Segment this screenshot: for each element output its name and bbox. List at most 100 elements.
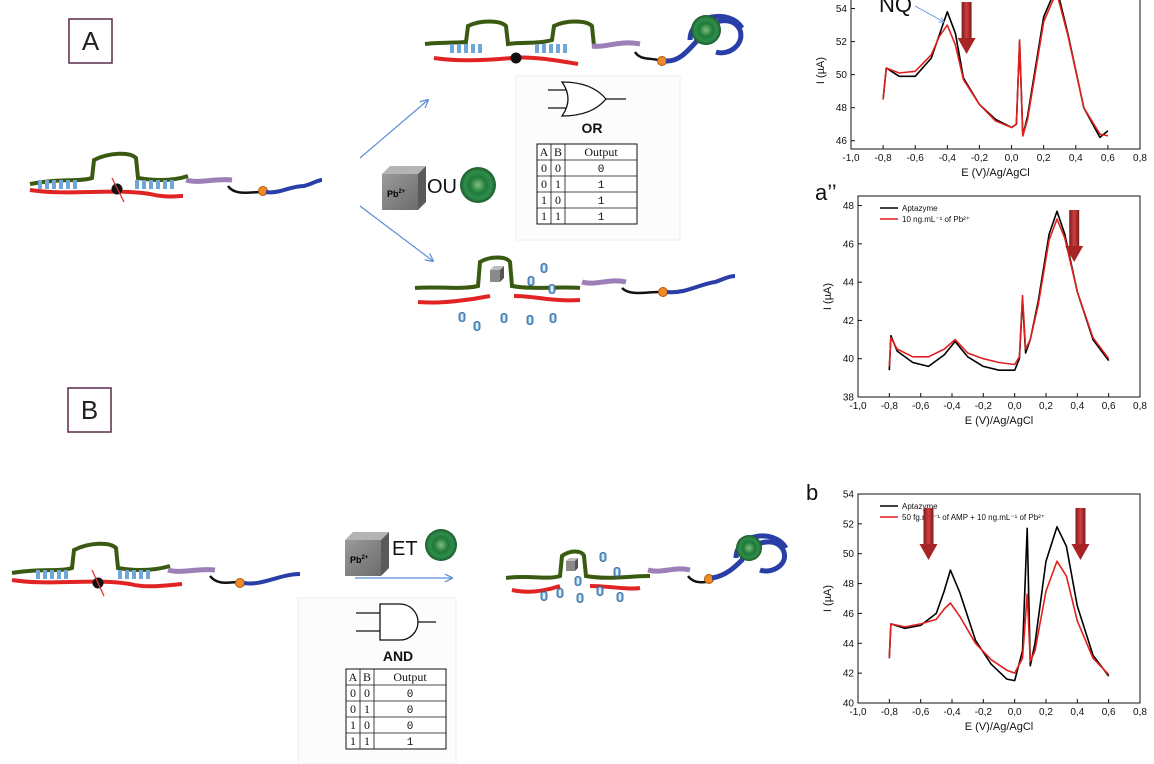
x-tick-label: -0,8 — [881, 401, 899, 412]
or-word: OU — [427, 176, 457, 198]
or-table-header: B — [554, 145, 562, 159]
x-tick-label: 0,4 — [1070, 401, 1084, 412]
or-table-cell: 0 — [598, 164, 605, 176]
chart-annotation: NQ — [879, 0, 912, 17]
legend-entry: 10 ng.mL⁻¹ of Pb²⁺ — [902, 215, 970, 224]
panel-b-label: B — [67, 387, 112, 433]
y-tick-label: 48 — [843, 201, 855, 212]
x-axis-label: E (V)/Ag/AgCl — [965, 415, 1033, 427]
plot-frame — [857, 195, 1141, 398]
x-tick-label: -0,2 — [975, 707, 993, 718]
or-table-cell: 1 — [598, 196, 605, 208]
x-tick-label: -1,0 — [849, 401, 867, 412]
or-table-cell: 1 — [555, 177, 561, 191]
or-gate-title: OR — [582, 120, 603, 136]
y-tick-label: 52 — [843, 519, 855, 530]
x-tick-label: 0,0 — [1005, 153, 1019, 164]
legend-entry: Aptazyme — [902, 204, 938, 213]
x-tick-label: 0,8 — [1133, 153, 1147, 164]
decrease-arrow-icon — [957, 2, 976, 54]
x-tick-label: 0,2 — [1039, 401, 1053, 412]
series-line-0 — [888, 526, 1110, 682]
x-tick-label: 0,0 — [1008, 707, 1022, 718]
annotation-pointer — [914, 5, 944, 22]
or-table-header: Output — [584, 145, 618, 159]
series-line-1 — [882, 0, 1109, 137]
y-tick-label: 46 — [843, 609, 855, 620]
x-tick-label: -0,8 — [881, 707, 899, 718]
y-tick-label: 44 — [843, 639, 855, 650]
series-line-1 — [888, 218, 1110, 367]
and-table-cell: 0 — [350, 702, 356, 716]
pb-label-a: Pb2+ — [387, 189, 406, 199]
and-table-cell: 0 — [350, 686, 356, 700]
y-tick-label: 48 — [843, 579, 855, 590]
y-axis-label: I (µA) — [815, 57, 827, 84]
x-tick-label: 0,0 — [1008, 401, 1022, 412]
or-gate-symbol-icon — [560, 81, 607, 117]
arrow-up-a — [359, 100, 428, 159]
x-tick-label: -0,6 — [907, 153, 925, 164]
panel-a-text: A — [82, 26, 100, 56]
x-tick-label: 0,2 — [1037, 153, 1051, 164]
target-sphere-b-icon — [425, 529, 457, 561]
hybrid-bases-a — [38, 180, 174, 189]
or-table-cell: 1 — [555, 209, 561, 223]
and-gate-title: AND — [383, 648, 413, 664]
and-table-cell: 0 — [364, 686, 370, 700]
and-table-cell: 0 — [407, 689, 414, 701]
chart-tag: b — [806, 480, 818, 505]
x-tick-label: -0,6 — [912, 401, 930, 412]
plot-frame — [857, 493, 1141, 704]
captured-sphere-icon — [691, 15, 721, 45]
y-tick-label: 48 — [836, 103, 848, 114]
decrease-arrow-icon — [919, 508, 938, 560]
y-tick-label: 50 — [843, 549, 855, 560]
x-tick-label: -0,6 — [912, 707, 930, 718]
y-tick-label: 54 — [836, 4, 848, 15]
decrease-arrow-icon — [1065, 210, 1084, 262]
and-word: ET — [392, 538, 418, 560]
and-table-header: Output — [393, 670, 427, 684]
and-table-header: B — [363, 670, 371, 684]
plot-frame — [850, 0, 1141, 150]
hybrid-bases-top — [450, 44, 567, 53]
or-table-cell: 0 — [555, 193, 561, 207]
y-tick-label: 50 — [836, 70, 848, 81]
product-bottom-a — [414, 255, 736, 331]
or-table-cell: 1 — [598, 180, 605, 192]
x-tick-label: -0,8 — [874, 153, 892, 164]
or-table-cell: 0 — [541, 161, 547, 175]
or-table-cell: 1 — [598, 212, 605, 224]
x-tick-label: 0,6 — [1101, 153, 1115, 164]
legend-entry: Aptazyme — [902, 502, 938, 511]
chart-tag: a’’ — [815, 180, 837, 205]
y-tick-label: 38 — [843, 393, 855, 404]
y-tick-label: 40 — [843, 699, 855, 710]
y-tick-label: 42 — [843, 669, 855, 680]
x-tick-label: 0,4 — [1069, 153, 1083, 164]
aptazyme-structure-b — [11, 541, 301, 597]
x-tick-label: -0,2 — [971, 153, 989, 164]
x-tick-label: -1,0 — [842, 153, 860, 164]
or-table-header: A — [540, 145, 549, 159]
x-tick-label: 0,4 — [1070, 707, 1084, 718]
series-line-1 — [888, 560, 1110, 676]
x-axis-label: E (V)/Ag/AgCl — [961, 167, 1029, 179]
x-tick-label: -1,0 — [849, 707, 867, 718]
or-table-cell: 1 — [541, 209, 547, 223]
pb-input-b: Pb2+ — [345, 532, 389, 576]
x-tick-label: 0,8 — [1133, 707, 1147, 718]
y-axis-label: I (µA) — [822, 283, 834, 310]
x-tick-label: 0,6 — [1102, 707, 1116, 718]
and-table-cell: 1 — [350, 734, 356, 748]
series-line-0 — [888, 210, 1110, 371]
voltammogram-charts: -1,0 -0,8 -0,6 -0,4 -0,2 0,0 0,2 0,4 0,6 0,8 46 48 5… — [806, 0, 1147, 733]
y-tick-label: 42 — [843, 316, 855, 327]
x-tick-label: 0,6 — [1102, 401, 1116, 412]
pb-label-b: Pb2+ — [350, 555, 369, 565]
x-tick-label: 0,8 — [1133, 401, 1147, 412]
x-tick-label: -0,4 — [943, 401, 961, 412]
